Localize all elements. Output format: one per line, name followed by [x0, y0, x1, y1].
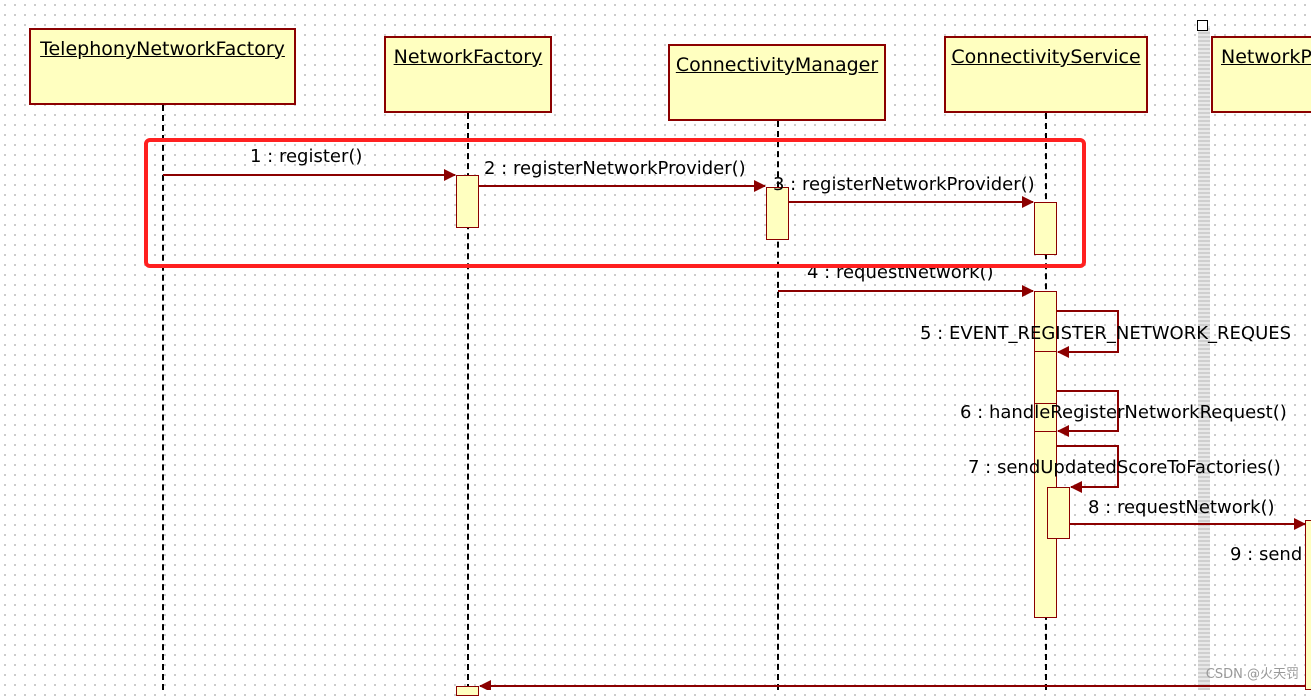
- lifeline-label: ConnectivityManager: [675, 54, 879, 76]
- lifeline-network-provider[interactable]: NetworkP: [1211, 36, 1311, 113]
- lifeline-network-factory[interactable]: NetworkFactory: [384, 36, 552, 113]
- activation-cs-3: [1034, 351, 1057, 404]
- resize-handle[interactable]: [1197, 20, 1208, 31]
- message-label-7: 7 : sendUpdatedScoreToFactories(): [968, 457, 1281, 478]
- activation-nf-1: [456, 175, 479, 228]
- arrow-msg-5: [1057, 310, 1119, 358]
- message-label-2: 2 : registerNetworkProvider(): [484, 158, 746, 179]
- watermark: CSDN @火天罚: [1205, 667, 1299, 682]
- lifeline-connectivity-manager[interactable]: ConnectivityManager: [668, 44, 886, 121]
- message-label-1: 1 : register(): [250, 146, 363, 167]
- highlight-box: [144, 138, 1086, 268]
- lifeline-label: ConnectivityService: [951, 46, 1141, 68]
- activation-cs-5: [1047, 487, 1070, 539]
- activation-cm-1: [766, 187, 789, 240]
- lifeline-dashed-tnf: [162, 105, 164, 690]
- message-label-6: 6 : handleRegisterNetworkRequest(): [960, 402, 1287, 423]
- activation-cs-1: [1034, 202, 1057, 255]
- message-label-9: 9 : send: [1230, 544, 1303, 565]
- lifeline-label: TelephonyNetworkFactory: [40, 38, 285, 60]
- lifeline-telephony-network-factory[interactable]: TelephonyNetworkFactory: [29, 28, 296, 105]
- message-label-3: 3 : registerNetworkProvider(): [773, 174, 1035, 195]
- lifeline-connectivity-service[interactable]: ConnectivityService: [944, 36, 1148, 113]
- arrow-msg-7: [1057, 445, 1119, 493]
- message-label-5: 5 : EVENT_REGISTER_NETWORK_REQUES: [920, 323, 1292, 344]
- message-label-8: 8 : requestNetwork(): [1088, 497, 1275, 518]
- lifeline-dashed-cm: [777, 121, 779, 690]
- lifeline-label: NetworkFactory: [393, 46, 543, 68]
- lifeline-label: NetworkP: [1221, 46, 1311, 68]
- arrow-msg-6: [1057, 390, 1119, 437]
- lifeline-dashed-nf: [467, 113, 469, 690]
